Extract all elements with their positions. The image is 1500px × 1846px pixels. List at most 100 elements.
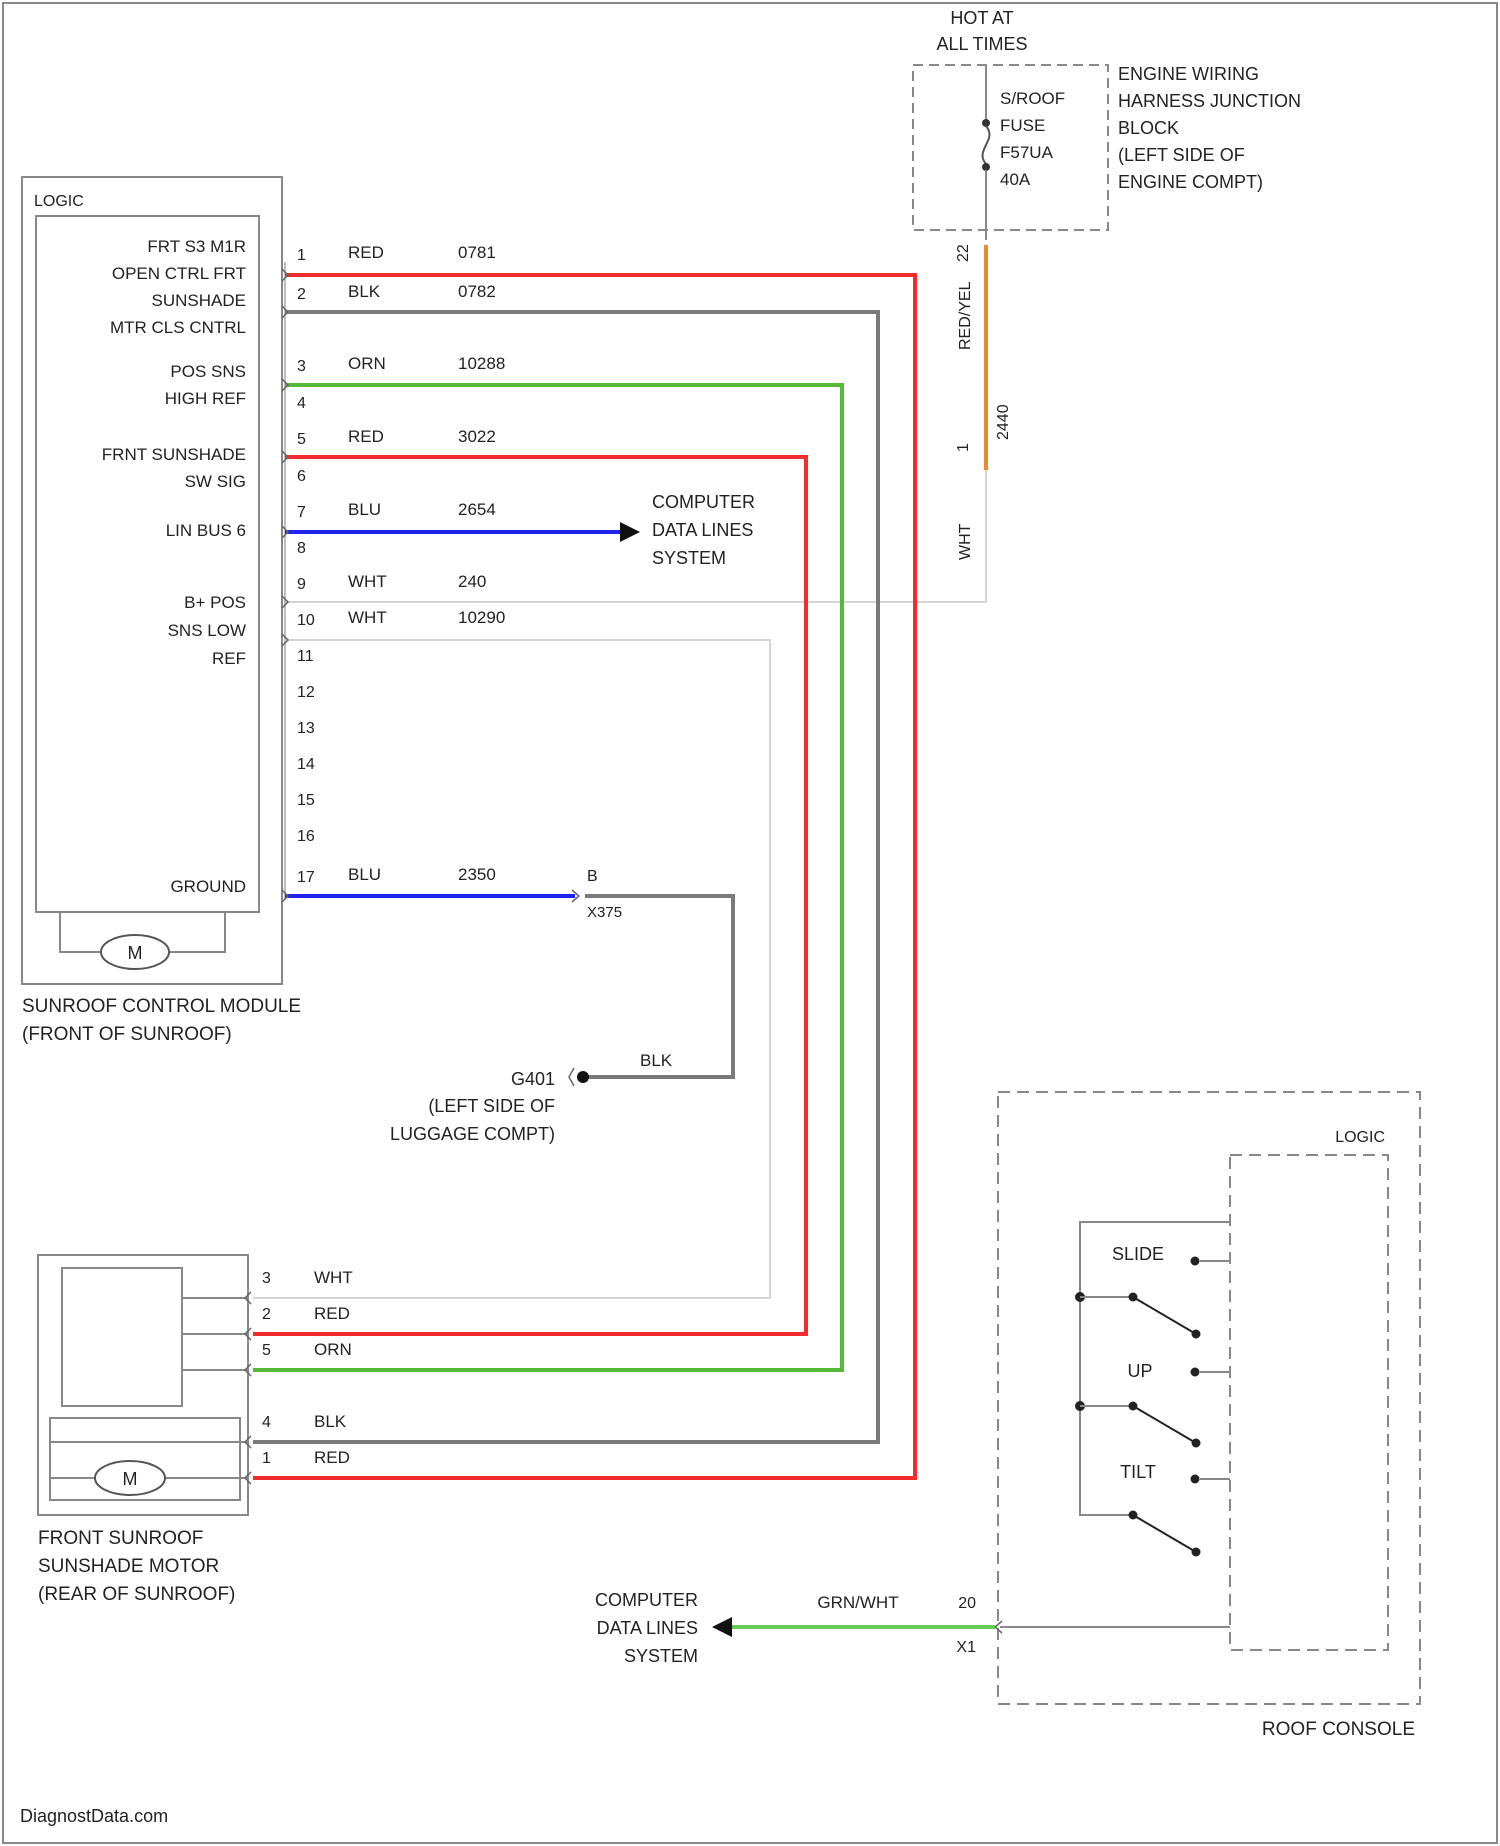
pin-6-num: 6 [297,468,306,485]
func-pos-sns-1: POS SNS [170,362,246,381]
pin-2-color: BLK [348,282,381,301]
slide-switch-blade [1133,1297,1196,1334]
splice-pin-label: B [587,868,598,885]
func-ground: GROUND [170,877,246,896]
computer-data-bottom-1: COMPUTER [595,1590,698,1610]
ground-wire-label: BLK [640,1051,673,1070]
motor-pin-2-num: 2 [262,1306,271,1323]
pin-15-num: 15 [297,792,315,809]
motor-pin-3-num: 3 [262,1270,271,1287]
fuse-label-line1: S/ROOF [1000,89,1065,108]
pin-12-num: 12 [297,684,315,701]
pin-1-color: RED [348,243,384,262]
junction-block-desc-4: (LEFT SIDE OF [1118,145,1245,165]
pin-9-color: WHT [348,572,387,591]
pin-1-num: 1 [297,247,306,264]
sunroof-control-module: LOGIC FRT S3 M1R OPEN CTRL FRT SUNSHADE … [22,177,301,1045]
computer-data-bottom-3: SYSTEM [624,1646,698,1666]
roof-console-name: ROOF CONSOLE [1262,1719,1415,1740]
computer-data-top-3: SYSTEM [652,548,726,568]
pin-10-num: 10 [297,612,315,629]
motor-pin-2-color: RED [314,1304,350,1323]
pin-8-num: 8 [297,540,306,557]
arrow-to-computer-data-bottom [712,1617,732,1637]
junction-block-desc-2: HARNESS JUNCTION [1118,91,1301,111]
tilt-contact-icon [1191,1475,1200,1484]
fuse-pin-top: 22 [955,244,972,262]
pin-11-num: 11 [297,648,314,665]
fuse-terminal-top [982,119,990,127]
sunshade-motor-name-3: (REAR OF SUNROOF) [38,1584,235,1605]
sunshade-motor-name-2: SUNSHADE MOTOR [38,1556,219,1577]
pin-3-num: 3 [297,358,306,375]
b-plus-wire-white [285,470,986,602]
slide-contact-icon [1191,1257,1200,1266]
all-times-label: ALL TIMES [936,34,1027,54]
roof-console-logic-label: LOGIC [1335,1129,1385,1146]
fuse-lower-wire-color: WHT [957,523,974,560]
func-motor-ctrl-2: OPEN CTRL FRT [112,264,246,283]
pin-13-num: 13 [297,720,315,737]
pin-7-num: 7 [297,504,306,521]
computer-data-lines-top: COMPUTER DATA LINES SYSTEM [652,492,755,568]
fuse-label-line2: FUSE [1000,116,1045,135]
fuse-wire-circuit-label: 2440 [995,404,1012,440]
pin-5-num: 5 [297,431,306,448]
func-motor-ctrl-4: MTR CLS CNTRL [110,318,246,337]
pin-17-circuit: 2350 [458,865,496,884]
pin-14-num: 14 [297,756,315,773]
roof-console-pin-label: 20 [958,1595,976,1612]
tilt-switch-blade [1133,1515,1196,1552]
fuse-label-line4: 40A [1000,170,1031,189]
arrow-to-computer-data-top [620,522,640,542]
func-lin-bus: LIN BUS 6 [166,521,246,540]
module-name-line1: SUNROOF CONTROL MODULE [22,996,301,1017]
func-b-plus-3: REF [212,649,246,668]
fuse-label-line3: F57UA [1000,143,1054,162]
roof-console-conn-label: X1 [956,1639,976,1656]
pin-3-color: ORN [348,354,386,373]
ground-terminal-icon [577,1071,589,1083]
tilt-switch-contact [1192,1548,1201,1557]
pin-5-color: RED [348,427,384,446]
pin-4-num: 4 [297,395,306,412]
pin-5-circuit: 3022 [458,427,496,446]
sunshade-motor: M 3 WHT 2 RED 5 ORN 4 BLK 1 RED FRONT SU… [38,1255,353,1605]
module-name-line2: (FRONT OF SUNROOF) [22,1024,232,1045]
slide-switch-contact [1192,1330,1201,1339]
module-pin-labels: 1 RED 0781 2 BLK 0782 3 ORN 10288 4 5 RE… [297,243,505,886]
fuse-terminal-bottom [982,163,990,171]
switch-slide-label: SLIDE [1112,1244,1164,1264]
splice-conn-label: X375 [587,904,622,921]
pin-10-circuit: 10290 [458,608,505,627]
pin-3-circuit: 10288 [458,354,505,373]
junction-block-desc-3: BLOCK [1118,118,1179,138]
up-contact-icon [1191,1368,1200,1377]
ground-desc-1: (LEFT SIDE OF [428,1096,555,1116]
pin-1-circuit: 0781 [458,243,496,262]
junction-block-desc-5: ENGINE COMPT) [1118,172,1263,192]
computer-data-lines-bottom: GRN/WHT COMPUTER DATA LINES SYSTEM [595,1590,995,1666]
pin-2-circuit: 0782 [458,282,496,301]
func-sw-sig-1: FRNT SUNSHADE [102,445,246,464]
motor-pin-5-num: 5 [262,1342,271,1359]
wire-blk-ground [585,896,733,1077]
func-motor-ctrl-3: SUNSHADE [152,291,246,310]
fuse-icon [983,126,990,164]
func-b-plus-1: B+ POS [184,593,246,612]
computer-data-bottom-2: DATA LINES [597,1618,698,1638]
motor-pin-5-color: ORN [314,1340,352,1359]
junction-block-desc-1: ENGINE WIRING [1118,64,1259,84]
func-b-plus-2: SNS LOW [168,621,246,640]
sunshade-motor-sensor-box [62,1268,182,1406]
func-sw-sig-2: SW SIG [185,472,246,491]
computer-data-top-1: COMPUTER [652,492,755,512]
fuse-pin-bottom: 1 [955,443,972,452]
pin-7-color: BLU [348,500,381,519]
roof-console-dashed-box [998,1092,1420,1704]
pin-17-num: 17 [297,869,315,886]
motor-pin-3-color: WHT [314,1268,353,1287]
fuse-block: HOT AT ALL TIMES S/ROOF FUSE F57UA 40A E… [285,8,1301,602]
func-pos-sns-2: HIGH REF [165,389,246,408]
